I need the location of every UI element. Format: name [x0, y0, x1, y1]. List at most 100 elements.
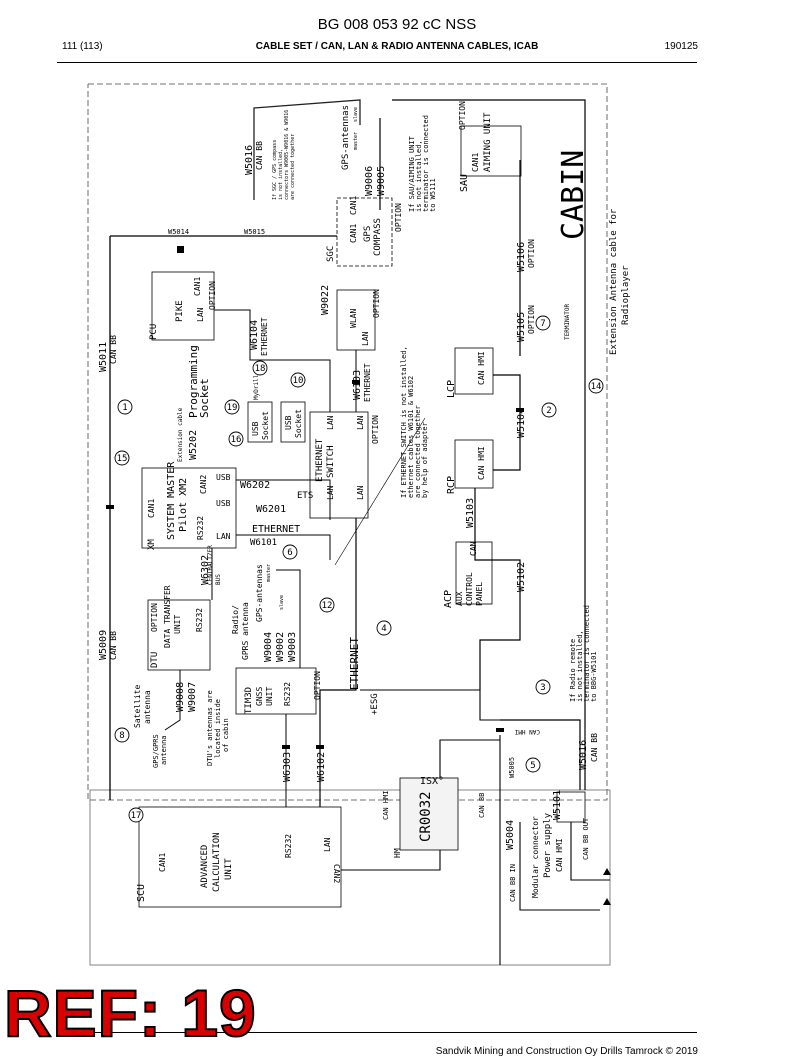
xm-port: USB [216, 499, 231, 508]
sgc-port: CAN1 [349, 224, 358, 243]
cable-label: W5101 [552, 790, 563, 820]
ets-note: are connected together [414, 405, 422, 498]
connector [352, 380, 360, 384]
scu-name: SCU [136, 884, 147, 902]
cable-label: W6102 [316, 752, 327, 782]
cr0032-label: CR0032 [418, 791, 434, 842]
xm-port: LAN [216, 532, 231, 541]
cable-label: CAN BB [109, 631, 118, 660]
cable-label: W5009 [98, 630, 109, 660]
cable-label: W6302 [200, 555, 211, 585]
frame-bottom [89, 789, 611, 966]
radio-note: to BBG-W5101 [590, 651, 598, 702]
callout: 14 [591, 382, 602, 392]
cable-label: W5015 [244, 228, 265, 236]
switch-line: SWITCH [326, 445, 336, 478]
callout: 3 [540, 683, 545, 693]
xm-line: SYSTEM MASTER [166, 461, 177, 540]
callout: 15 [117, 454, 128, 464]
connector [316, 745, 324, 749]
cabin-label: CABIN [556, 150, 591, 240]
scu-port: RS232 [284, 834, 293, 858]
xm-line: Pilot XM2 [178, 478, 189, 532]
wlan-cable: W9022 [320, 285, 331, 315]
xm-port: CAN1 [147, 499, 156, 518]
cable-label: ETHERNET [363, 363, 372, 402]
switch-line: ETHERNET [315, 438, 325, 482]
cable-label: BUS [215, 574, 222, 585]
modular-port: CAN BB OUT [582, 817, 590, 860]
callout: 7 [540, 319, 545, 329]
callout: 18 [255, 364, 266, 374]
cable-label: ETHERNET [252, 524, 300, 535]
radio-note: If Radio remote [569, 639, 577, 702]
scu-port: CAN1 [158, 853, 167, 872]
dtu-name: DTU [150, 652, 160, 668]
sgc-note: If SGC / GPS compass [272, 140, 278, 200]
cable-modular-out [570, 822, 610, 881]
modular-port: CAN HMI [555, 838, 564, 872]
pcu-option: OPTION [208, 281, 217, 310]
xm-port: USB [216, 473, 231, 482]
programming-ext: Extension cable [177, 407, 184, 462]
cable-label: W9003 [287, 632, 298, 662]
callout: 10 [293, 376, 304, 386]
xm-name: XM [147, 539, 157, 550]
acp-port: CAN [469, 541, 478, 556]
cable-label: W6103 [352, 370, 363, 400]
modular-line: Power supply [543, 812, 553, 878]
acp-box [455, 541, 493, 605]
connector [603, 898, 611, 905]
cable-w5016b [500, 719, 581, 790]
gps-antennas-title: GPS-antennas [341, 105, 351, 170]
callout-numbers: 1 2 3 4 5 6 7 8 10 12 14 15 16 17 18 19 [117, 319, 602, 821]
dtu-option: OPTION [150, 603, 159, 632]
cable-option: OPTION [527, 239, 536, 268]
wlan-port: LAN [361, 331, 370, 346]
cr0032-controller [399, 777, 459, 851]
programming-line: Programming [187, 345, 200, 418]
gnss-line: UNIT [265, 687, 274, 706]
rcp-port: CAN HMI [477, 446, 486, 480]
cable-label: ETHERNET [260, 317, 269, 356]
cr0032-can-bb: CAN BB [478, 793, 486, 818]
cable-label: W5103 [465, 498, 476, 528]
leader-ets-note [334, 417, 426, 566]
acp-line: AUX [455, 591, 464, 606]
modular-port: CAN BB IN [509, 864, 517, 902]
gps-antenna-tag: slave [353, 107, 359, 122]
dtu-note: of cabin [222, 718, 230, 752]
cable-label: W5016 [578, 740, 589, 770]
footer-copyright: Sandvik Mining and Construction Oy Drill… [435, 1046, 698, 1057]
ets-note: ethernet cables W6101 & W6102 [407, 376, 415, 498]
gps-antenna-tag: slave [279, 595, 285, 610]
radio-gps-line: Radio/ [231, 605, 240, 634]
pcu-port: CAN1 [193, 277, 202, 296]
connector [177, 246, 184, 253]
ets-label: ETS [297, 491, 313, 501]
usb-b-line: USB [284, 415, 293, 430]
dtu-line: UNIT [173, 615, 182, 634]
scu-line: ADVANCED [200, 845, 210, 888]
cable-label: W5104 [516, 408, 527, 438]
ets-note: If ETHERNET SWITCH is not installed, [400, 346, 408, 498]
cable-label: W6202 [240, 480, 270, 491]
cable-label: W9008 [175, 682, 186, 712]
acp-name: ACP [443, 590, 454, 608]
gps-antenna-tag: master [353, 132, 359, 150]
xm-port: RS232 [196, 516, 205, 540]
lcp-name: LCP [446, 380, 457, 398]
sau-note: is not installed, [415, 140, 423, 212]
pcu-port: LAN [196, 307, 205, 322]
pcu-box [151, 271, 215, 341]
sgc-name: SGC [326, 246, 336, 262]
gnss-box [235, 667, 317, 715]
callout: 4 [381, 624, 386, 634]
usb-a-tag: MyDrill [253, 374, 260, 400]
switch-port: LAN [326, 415, 335, 430]
cable-label: W6201 [256, 504, 286, 515]
cable-w5016a [253, 99, 361, 200]
cable-label: W5005 [508, 757, 516, 778]
dtu-note: located inside [214, 699, 222, 758]
sau-note: terminator is connected [422, 115, 430, 212]
